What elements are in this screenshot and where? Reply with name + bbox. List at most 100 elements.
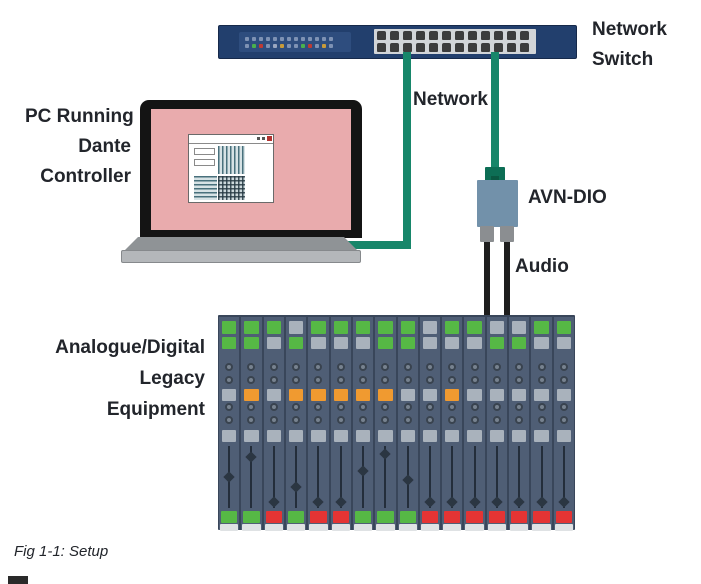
channel-button-lower	[445, 430, 460, 442]
fader-knob	[513, 496, 525, 508]
channel-button-bottom	[466, 511, 483, 523]
channel-button-second	[467, 337, 482, 349]
audio-cable-right	[504, 242, 510, 316]
ethernet-port	[468, 43, 477, 52]
fader-track	[250, 446, 253, 508]
channel-knob	[448, 403, 457, 411]
switch-led	[252, 43, 256, 48]
fader-knob	[424, 496, 436, 508]
channel-knob	[314, 416, 323, 424]
fader-zone	[464, 444, 484, 510]
channel-button-bottom	[310, 511, 327, 523]
channel-knob	[492, 416, 501, 424]
rj45-tab	[491, 176, 499, 180]
channel-button-lower	[244, 430, 259, 442]
channel-knob	[470, 403, 479, 411]
fader-knob	[446, 496, 458, 508]
channel-button-lower	[534, 430, 549, 442]
legacy-equipment-label: Analogue/Digital Legacy Equipment	[20, 332, 205, 425]
window-titlebar	[189, 135, 273, 144]
fader-zone	[331, 444, 351, 510]
scribble-strip	[286, 524, 306, 531]
switch-led	[329, 43, 333, 48]
channel-knob	[269, 416, 278, 424]
fader-knob	[268, 496, 280, 508]
fader-zone	[487, 444, 507, 510]
channel-knob	[269, 363, 278, 371]
channel-button-middle	[288, 389, 304, 401]
channel-button-second	[288, 337, 304, 349]
window-minimize-icon	[257, 137, 260, 140]
ethernet-port	[403, 43, 412, 52]
ethernet-port	[416, 43, 425, 52]
scribble-strip	[331, 524, 350, 531]
channel-button-bottom	[287, 511, 305, 523]
fader-knob	[312, 496, 325, 508]
window-maximize-icon	[262, 137, 265, 140]
channel-button-middle	[534, 389, 549, 401]
fader-track	[428, 446, 431, 508]
channel-knob	[403, 376, 412, 384]
channel-button-middle	[244, 389, 259, 401]
channel-knob	[314, 376, 323, 384]
channel-knob	[247, 376, 256, 384]
pc-label: PC Running Dante Controller	[25, 102, 134, 192]
fader-zone	[286, 444, 306, 510]
matrix-column-headers	[218, 146, 245, 174]
channel-button-middle	[556, 389, 571, 401]
channel-knob	[292, 403, 301, 411]
channel-button-lower	[222, 430, 237, 442]
fader-zone	[375, 444, 395, 510]
channel-strip-11	[442, 317, 463, 531]
laptop-base	[121, 250, 361, 263]
channel-knob	[425, 363, 434, 371]
ethernet-port	[416, 31, 425, 40]
ethernet-port	[442, 43, 451, 52]
channel-strip-7	[352, 317, 374, 531]
channel-knob	[225, 403, 234, 411]
switch-led-row-2	[245, 43, 345, 48]
switch-led	[280, 36, 284, 41]
window-toolbar-field-2	[194, 159, 215, 166]
channel-button-top	[333, 321, 348, 334]
channel-knob	[470, 376, 479, 384]
switch-led-row-1	[245, 36, 345, 41]
channel-button-middle	[512, 389, 527, 401]
channel-button-bottom	[399, 511, 416, 523]
channel-button-middle	[489, 389, 505, 401]
channel-button-top	[266, 321, 281, 334]
switch-led	[245, 36, 249, 41]
channel-strip-3	[263, 317, 284, 531]
channel-strip-8	[375, 317, 396, 531]
fader-zone	[442, 444, 462, 510]
channel-knob	[381, 416, 390, 424]
fader-track	[339, 446, 342, 508]
channel-button-middle	[222, 389, 237, 401]
scribble-strip	[353, 524, 373, 531]
channel-button-middle	[266, 389, 281, 401]
fader-track	[562, 446, 565, 508]
channel-knob	[492, 403, 501, 411]
ethernet-port	[520, 31, 529, 40]
channel-button-lower	[266, 430, 281, 442]
channel-knob	[314, 403, 323, 411]
channel-button-second	[244, 337, 259, 349]
channel-button-top	[244, 321, 259, 334]
fader-zone	[241, 444, 261, 510]
channel-knob	[336, 403, 345, 411]
switch-led	[252, 36, 256, 41]
switch-led	[280, 43, 284, 48]
scribble-strip	[309, 524, 328, 531]
channel-button-lower	[556, 430, 571, 442]
channel-knob	[515, 363, 524, 371]
channel-button-bottom	[221, 511, 238, 523]
channel-button-second	[222, 337, 237, 349]
fader-knob	[223, 471, 235, 483]
legacy-label-line2: Legacy	[139, 368, 205, 389]
fader-zone	[420, 444, 440, 510]
ethernet-port	[377, 43, 386, 52]
channel-knob	[292, 363, 301, 371]
channel-knob	[403, 416, 412, 424]
network-cable-to-avn-dio	[491, 52, 499, 169]
ethernet-port	[390, 43, 399, 52]
